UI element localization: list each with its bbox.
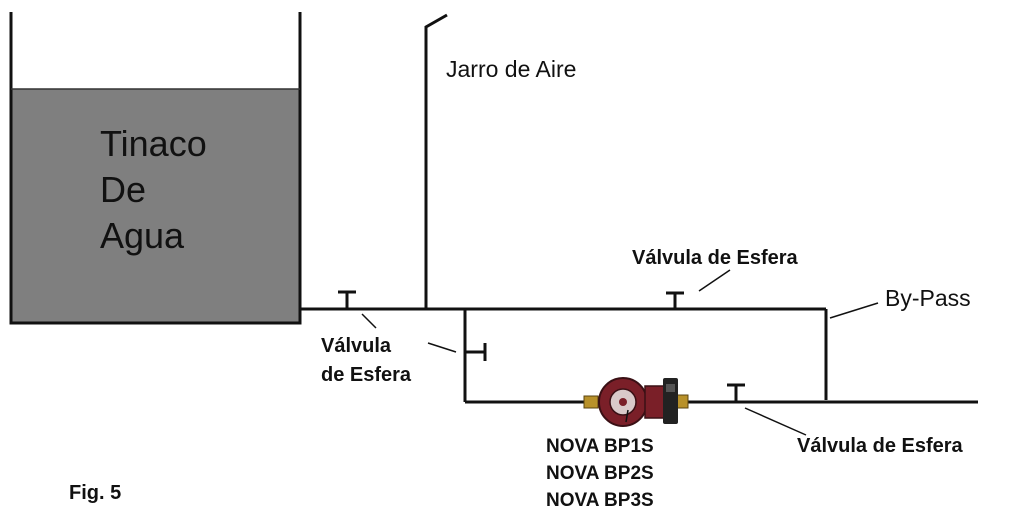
tank-walls (9, 12, 302, 325)
leader-valve-top (698, 269, 731, 292)
circulation-pump-icon (583, 377, 689, 427)
valve-left-label-line-2: de Esfera (321, 364, 412, 386)
valve-left-top-icon (338, 290, 356, 309)
leader-lines (361, 269, 879, 436)
tank-label-line-3: Agua (100, 215, 185, 256)
air-vent-pipe (424, 13, 448, 309)
pump-model-2: NOVA BP2S (546, 463, 654, 484)
pump-model-1: NOVA BP1S (546, 436, 654, 457)
pump-model-3: NOVA BP3S (546, 490, 654, 511)
tank-water (11, 89, 300, 323)
leader-pump (625, 409, 629, 423)
valve-bottom-right-label: Válvula de Esfera (797, 435, 964, 457)
tank-label-line-1: Tinaco (100, 123, 207, 164)
leader-valve-bottom-right (744, 407, 807, 436)
valve-left-label-line-1: Válvula (321, 335, 392, 357)
valve-bottom-right-icon (727, 383, 745, 402)
valve-side-icon (465, 343, 487, 361)
leader-valve-side (427, 342, 457, 353)
valve-top-label: Válvula de Esfera (632, 247, 799, 269)
figure-label: Fig. 5 (69, 482, 121, 504)
leader-bypass (829, 302, 879, 319)
valves (338, 290, 745, 402)
valve-top-bypass-icon (666, 291, 684, 309)
leader-valve-left-top (361, 313, 377, 329)
air-vent-label: Jarro de Aire (446, 56, 576, 82)
pipes (300, 13, 978, 404)
bypass-label: By-Pass (885, 285, 971, 311)
water-tank: Tinaco De Agua (9, 12, 302, 325)
tank-label-line-2: De (100, 169, 146, 210)
